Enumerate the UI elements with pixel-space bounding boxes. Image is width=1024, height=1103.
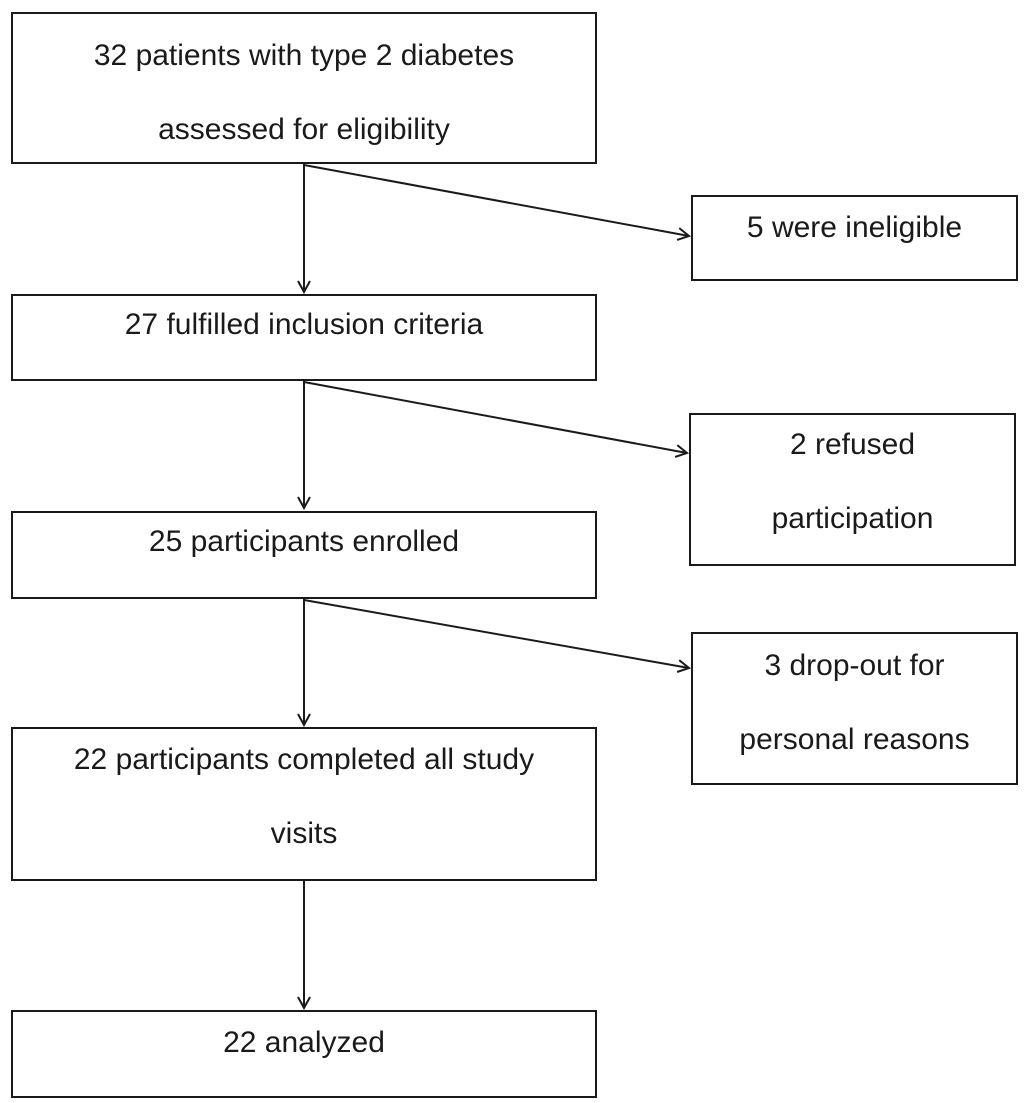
step-box-enrolled: 25 participants enrolled [11, 511, 597, 599]
exclusion-refused-line-1: 2 refused [789, 428, 916, 461]
exclusion-box-dropout: 3 drop-out for personal reasons [691, 632, 1018, 785]
step-box-inclusion: 27 fulfilled inclusion criteria [11, 294, 597, 381]
step-completed-line-1: 22 participants completed all study [73, 743, 535, 776]
step-inclusion-line-1: 27 fulfilled inclusion criteria [124, 308, 484, 341]
arrow-to-exclusion-3 [303, 599, 689, 668]
step-completed-line-2: visits [270, 817, 338, 850]
exclusion-box-ineligible: 5 were ineligible [691, 195, 1018, 281]
step-box-analyzed: 22 analyzed [11, 1010, 597, 1098]
step-enrolled-line-1: 25 participants enrolled [148, 525, 460, 558]
exclusion-dropout-line-2: personal reasons [739, 723, 970, 756]
arrow-to-exclusion-2 [303, 381, 687, 453]
step-assessed-line-1: 32 patients with type 2 diabetes [93, 39, 515, 72]
step-assessed-line-2: assessed for eligibility [158, 113, 450, 146]
arrow-to-exclusion-1 [303, 164, 689, 236]
step-box-assessed: 32 patients with type 2 diabetes assesse… [11, 12, 597, 164]
exclusion-ineligible-line-1: 5 were ineligible [746, 211, 963, 244]
step-box-completed: 22 participants completed all study visi… [11, 727, 597, 881]
exclusion-box-refused: 2 refused participation [689, 413, 1016, 566]
exclusion-dropout-line-1: 3 drop-out for [764, 649, 945, 682]
exclusion-refused-line-2: participation [771, 502, 934, 535]
step-analyzed-line-1: 22 analyzed [223, 1026, 385, 1059]
